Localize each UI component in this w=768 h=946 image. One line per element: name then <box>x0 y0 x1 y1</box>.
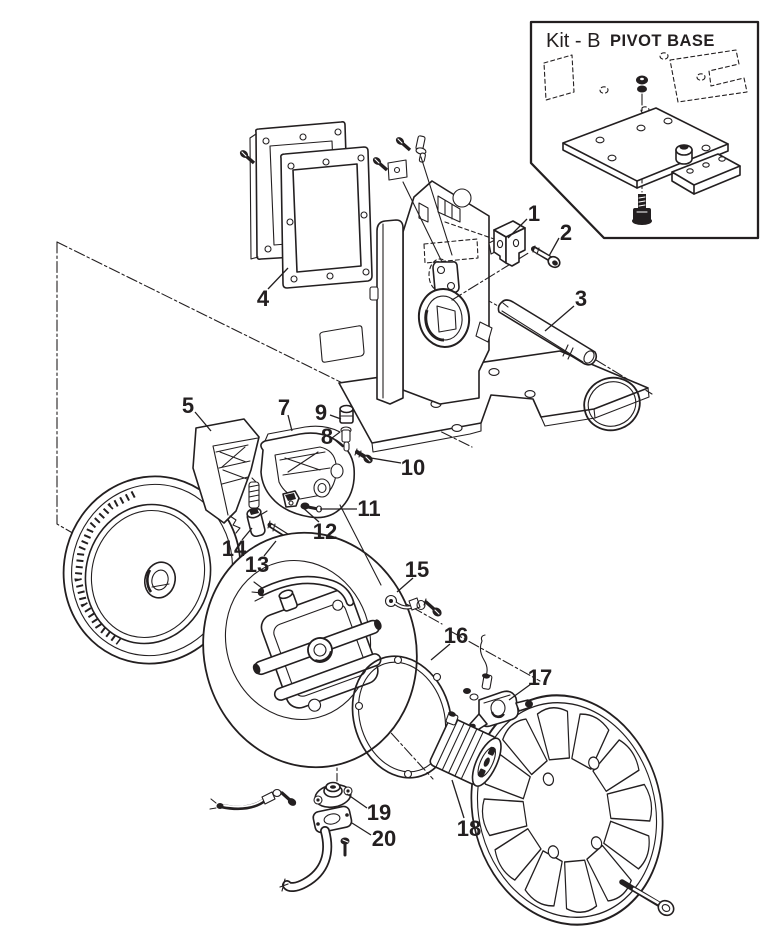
inlet-hose-line <box>209 788 297 811</box>
inset-bolt <box>632 194 652 225</box>
part-18-swivel-barrel <box>429 711 502 787</box>
callout-12: 12 <box>313 519 337 544</box>
hose-frayed-end <box>251 581 265 602</box>
vertical-plate <box>402 180 500 405</box>
part-3-shaft <box>497 299 598 366</box>
callout-5: 5 <box>182 393 194 418</box>
callout-19: 19 <box>367 800 391 825</box>
kit-b-label: Kit - B <box>546 30 600 52</box>
part-4-cover-and-gasket <box>239 121 427 289</box>
callout-7: 7 <box>278 395 290 420</box>
callout-18: 18 <box>457 816 481 841</box>
part-1-bracket <box>493 220 526 267</box>
part-5-arm <box>192 418 260 534</box>
pivot-base-plate <box>562 107 729 189</box>
callout-14: 14 <box>222 536 247 561</box>
callout-16: 16 <box>444 623 468 648</box>
callout-labels: 1 2 3 4 5 7 8 9 10 11 12 13 14 15 16 17 … <box>182 201 587 851</box>
part-11-screw <box>300 502 323 513</box>
top-screw <box>395 137 412 152</box>
kit-b-inset: Kit - B PIVOT BASE <box>529 20 760 240</box>
inset-swivel-stud <box>675 144 693 165</box>
part-9-cap <box>339 404 354 424</box>
callout-15: 15 <box>405 557 429 582</box>
callout-17: 17 <box>528 665 552 690</box>
callout-9: 9 <box>315 400 327 425</box>
inset-washer <box>637 85 647 93</box>
callout-2: 2 <box>560 220 572 245</box>
part-8-pin <box>340 426 352 452</box>
callout-8: 8 <box>321 424 333 449</box>
callout-3: 3 <box>575 286 587 311</box>
part-14-latch-pin <box>246 507 268 538</box>
outlet-hose <box>279 826 333 893</box>
callout-leaders <box>194 218 575 836</box>
callout-10: 10 <box>401 455 425 480</box>
wheel-bolt <box>619 879 675 917</box>
callout-1: 1 <box>528 201 540 226</box>
spoked-disc <box>470 694 675 926</box>
part-15-elbow-fitting <box>384 594 442 617</box>
left-rail <box>369 219 404 405</box>
cover-screw-left <box>239 150 256 165</box>
part-2-bolt <box>531 245 561 269</box>
callout-13: 13 <box>245 552 269 577</box>
kit-b-title: PIVOT BASE <box>610 32 715 50</box>
latch-spring <box>248 477 260 509</box>
top-pin <box>415 135 427 163</box>
o-ring <box>583 376 641 432</box>
flange-screw <box>340 837 350 857</box>
cover-screw-right <box>372 157 389 172</box>
part-19-flange <box>313 781 353 809</box>
spring-motor-hub <box>252 589 382 712</box>
part-12-pawl <box>282 490 300 508</box>
nameplate <box>319 325 365 363</box>
callout-20: 20 <box>372 826 396 851</box>
callout-11: 11 <box>357 496 380 521</box>
frame-bracket <box>319 156 650 453</box>
callout-4: 4 <box>257 286 270 311</box>
part-20-flange-gasket <box>312 805 353 857</box>
part-17-swivel <box>463 634 533 732</box>
spring-drum <box>202 504 418 769</box>
inset-lower-block <box>671 153 741 195</box>
part-10-screw <box>354 448 373 464</box>
part-5-ratchet-disc <box>62 418 260 665</box>
